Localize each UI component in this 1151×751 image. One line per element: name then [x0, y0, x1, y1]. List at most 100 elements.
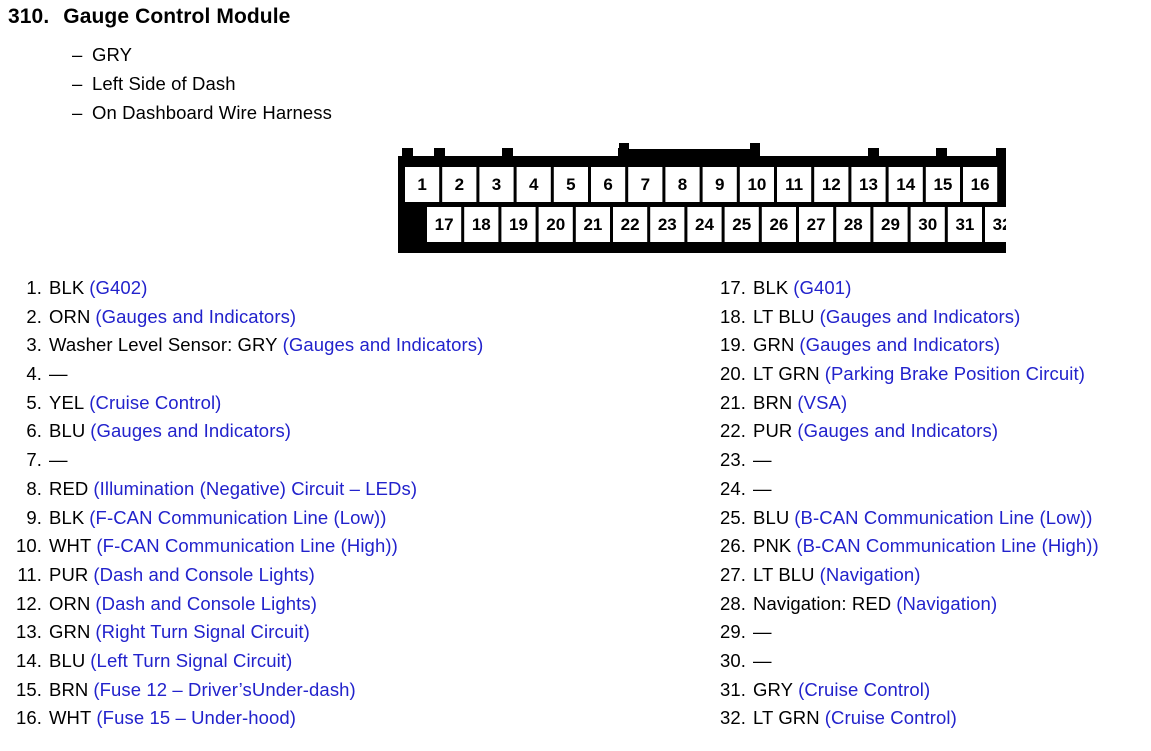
pin-wire-color: RED	[49, 477, 89, 499]
pin-circuit-name: (Gauges and Indicators)	[799, 334, 1001, 356]
pin-cell-top-15	[925, 167, 960, 202]
pin-number: 14.	[15, 649, 42, 671]
pin-cell-top-14	[888, 167, 923, 202]
pin-circuit-name: (Right Turn Signal Circuit)	[95, 621, 310, 643]
pin-cell-bottom-19	[501, 207, 536, 242]
pin-cell-top-8	[665, 167, 700, 202]
pin-cell-bottom-17	[427, 207, 462, 242]
pin-number: 17.	[719, 277, 746, 298]
pin-cell-top-7	[628, 167, 663, 202]
latch-bar	[619, 149, 760, 156]
pin-cell-label-4: 4	[529, 175, 539, 194]
pin-number: 30.	[719, 649, 746, 671]
pin-number: 32.	[719, 707, 746, 729]
pin-number: 20.	[719, 363, 746, 385]
pin-number: 10.	[15, 535, 42, 557]
pin-number: 29.	[719, 621, 746, 643]
pin-cell-bottom-20	[538, 207, 573, 242]
pin-cell-label-21: 21	[583, 215, 602, 234]
pin-circuit-name: (Navigation)	[896, 592, 998, 614]
pin-cell-label-2: 2	[455, 175, 464, 194]
pin-number: 31.	[719, 678, 746, 700]
pin-row: 21.BRN(VSA)	[712, 389, 1151, 418]
pin-row: 31.GRY(Cruise Control)	[712, 676, 1151, 705]
pin-circuit-name: (F-CAN Communication Line (Low))	[89, 506, 387, 528]
pin-wire-color: ORN	[49, 305, 91, 327]
pin-cell-label-28: 28	[844, 215, 863, 234]
pin-number: 18.	[719, 305, 746, 327]
pin-wire-color: GRY	[753, 678, 794, 700]
pin-circuit-name: (Gauges and Indicators)	[95, 305, 297, 327]
pin-circuit-name: (G402)	[89, 277, 148, 298]
pin-circuit-name: (Gauges and Indicators)	[282, 334, 484, 356]
pin-unused-dash: —	[753, 449, 772, 471]
pin-row: 13.GRN(Right Turn Signal Circuit)	[8, 618, 698, 647]
pin-cell-bottom-25	[724, 207, 759, 242]
pin-circuit-name: (Gauges and Indicators)	[90, 420, 292, 442]
pin-row: 10.WHT(F-CAN Communication Line (High))	[8, 532, 698, 561]
pin-circuit-name: (B-CAN Communication Line (Low))	[794, 506, 1093, 528]
pin-cell-bottom-26	[761, 207, 796, 242]
pin-cell-label-7: 7	[641, 175, 650, 194]
detail-text: GRY	[92, 44, 133, 65]
pin-cell-label-31: 31	[955, 215, 974, 234]
pin-cell-label-3: 3	[492, 175, 501, 194]
pin-number: 11.	[17, 563, 42, 585]
pin-cell-label-1: 1	[417, 175, 426, 194]
pin-wire-color: BRN	[753, 391, 793, 413]
pin-circuit-name: (Gauges and Indicators)	[819, 305, 1021, 327]
pin-row: 4.—	[8, 360, 698, 389]
pin-number: 9.	[26, 506, 42, 528]
pin-number: 6.	[26, 420, 42, 442]
pin-cell-label-9: 9	[715, 175, 724, 194]
pin-wire-color: BLU	[49, 420, 86, 442]
pin-row: 20.LT GRN(Parking Brake Position Circuit…	[712, 360, 1151, 389]
pin-circuit-name: (Left Turn Signal Circuit)	[90, 649, 293, 671]
module-number: 310.	[8, 5, 50, 28]
pin-number: 8.	[26, 477, 42, 499]
pin-row: 11.PUR(Dash and Console Lights)	[8, 561, 698, 590]
pin-row: 32.LT GRN(Cruise Control)	[712, 704, 1151, 733]
pin-number: 12.	[15, 592, 42, 614]
pin-row: 27.LT BLU(Navigation)	[712, 561, 1151, 590]
pin-wire-color: ORN	[49, 592, 91, 614]
pin-cell-top-3	[479, 167, 514, 202]
pin-cell-label-27: 27	[807, 215, 826, 234]
pin-cell-bottom-32	[985, 207, 1006, 242]
pin-circuit-name: (VSA)	[797, 391, 848, 413]
pin-circuit-name: (F-CAN Communication Line (High))	[96, 535, 398, 557]
pin-wire-color: GRN	[49, 621, 91, 643]
pin-cell-label-24: 24	[695, 215, 714, 234]
pin-cell-label-16: 16	[971, 175, 990, 194]
pin-cell-label-15: 15	[933, 175, 952, 194]
pin-cell-label-22: 22	[621, 215, 640, 234]
pin-cell-top-1	[405, 167, 440, 202]
pin-row: 19.GRN(Gauges and Indicators)	[712, 331, 1151, 360]
pin-cell-bottom-21	[575, 207, 610, 242]
pin-number: 26.	[719, 535, 746, 557]
pin-cell-top-4	[516, 167, 551, 202]
pin-wire-color: Navigation: RED	[753, 592, 892, 614]
pin-row: 7.—	[8, 446, 698, 475]
pin-cell-label-20: 20	[546, 215, 565, 234]
pin-cell-bottom-22	[613, 207, 648, 242]
pin-number: 23.	[719, 449, 746, 471]
pin-row: 2.ORN(Gauges and Indicators)	[8, 303, 698, 332]
connector-tab-6	[996, 148, 1006, 158]
pin-circuit-name: (Dash and Console Lights)	[95, 592, 317, 614]
pin-cell-bottom-27	[799, 207, 834, 242]
pin-number: 19.	[719, 334, 746, 356]
pin-wire-color: BLK	[49, 506, 85, 528]
pin-row: 18.LT BLU(Gauges and Indicators)	[712, 303, 1151, 332]
pin-circuit-name: (Parking Brake Position Circuit)	[824, 363, 1085, 385]
pin-row: 22.PUR(Gauges and Indicators)	[712, 417, 1151, 446]
pin-number: 3.	[26, 334, 42, 356]
pin-wire-color: LT GRN	[753, 707, 820, 729]
pin-cell-label-17: 17	[435, 215, 454, 234]
pin-wire-color: BLK	[49, 277, 85, 298]
pin-circuit-name: (Gauges and Indicators)	[797, 420, 999, 442]
pin-number: 27.	[719, 563, 746, 585]
pin-cell-bottom-28	[836, 207, 871, 242]
pin-cell-top-5	[553, 167, 588, 202]
